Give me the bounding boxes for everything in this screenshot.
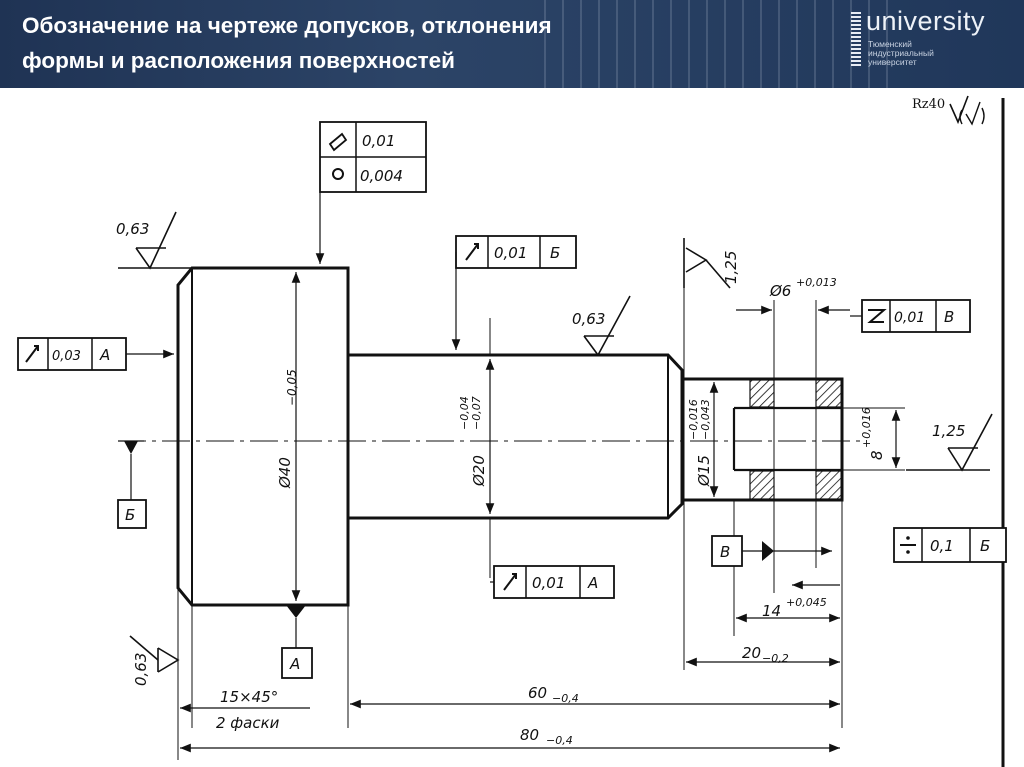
tip-body: [682, 377, 844, 502]
dim8-label: 8: [868, 450, 886, 460]
dim-80: 80 −0,4: [177, 588, 840, 760]
fcf-right-top-datum: В: [944, 308, 954, 326]
dim-dia40: Ø40 −0,05: [276, 272, 301, 601]
dia6-label: Ø6: [769, 282, 791, 300]
chamfer-count: 2 фаски: [216, 714, 280, 732]
dia20-tol-up: −0,04: [458, 396, 471, 430]
fcf-runout-top-datum: Б: [550, 244, 560, 262]
fcf-mid-datum: А: [587, 574, 598, 592]
logo-sub-1: Тюменский: [868, 39, 912, 49]
fcf-right-bottom-datum: Б: [980, 537, 990, 555]
fcf-right-bottom-value: 0,1: [930, 537, 954, 555]
fcf-left-datum: А: [99, 346, 110, 364]
symmetry-icon: [867, 309, 887, 323]
roughness-top-left: 0,63: [116, 211, 192, 270]
datum-v-label: В: [720, 543, 730, 561]
dim-60: 60 −0,4: [347, 518, 840, 728]
dim20-tol: −0,2: [762, 652, 789, 665]
roughness-right-top: 1,25: [683, 238, 740, 289]
datum-a: А: [281, 605, 313, 679]
dim8-tol: +0,016: [860, 407, 873, 448]
dim-dia20: Ø20 −0,04 −0,07: [458, 318, 495, 578]
dim80-tol: −0,4: [546, 734, 573, 747]
fcf-runout-top-value: 0,01: [494, 244, 527, 262]
header-texture: [544, 0, 904, 88]
rough-right-top-value: 1,25: [722, 251, 740, 284]
dim20-label: 20: [742, 644, 761, 662]
fcf-mid-value: 0,01: [532, 574, 565, 592]
rough-left-side-value: 0,63: [132, 653, 150, 686]
fcf-mid-runout: 0,01 А: [490, 565, 615, 599]
chamfer-size: 15×45°: [220, 688, 278, 706]
slide-header: Обозначение на чертеже допусков, отклоне…: [0, 0, 1024, 88]
fcf-top-value-2: 0,004: [360, 167, 403, 185]
roughness-mid: 0,63: [572, 295, 631, 357]
title-line-2: формы и расположения поверхностей: [22, 48, 455, 73]
runout-icon: [25, 345, 39, 363]
roundness-icon: [332, 168, 344, 180]
slide-title: Обозначение на чертеже допусков, отклоне…: [22, 8, 722, 78]
section-hatching: [749, 379, 843, 500]
fcf-right-position: 0,1 Б: [893, 527, 1007, 563]
title-line-1: Обозначение на чертеже допусков, отклоне…: [22, 13, 552, 38]
datum-b: Б: [117, 440, 147, 529]
technical-drawing: Rz40 Ø40 −0,05 Ø20 −0,: [17, 95, 1007, 767]
dim14-label: 14: [762, 602, 781, 620]
runout-icon: [503, 573, 517, 591]
dia6-tol: +0,013: [796, 276, 837, 289]
dia20-tol-lo: −0,07: [470, 396, 483, 430]
rough-right-value: 1,25: [932, 422, 965, 440]
drawing-sheet: Rz40 Ø40 −0,05 Ø20 −0,: [0, 88, 1024, 767]
datum-v: В: [711, 535, 832, 567]
dim-dia15: Ø15 −0,016 −0,043: [687, 382, 719, 497]
dim14-tol: +0,045: [786, 596, 827, 609]
dim-dia6: Ø6 +0,013: [736, 276, 850, 315]
dia20-label: Ø20: [470, 455, 488, 487]
logo-sub-2: индустриальный: [868, 48, 934, 58]
logo-name: university: [866, 6, 986, 36]
dim-14: 14 +0,045: [733, 500, 843, 728]
logo-sub-3: университет: [868, 57, 917, 67]
dim-8: 8 +0,016: [842, 407, 905, 471]
fcf-runout-top: 0,01 Б: [451, 235, 577, 350]
fcf-left-runout: 0,03 А: [17, 337, 174, 371]
cylindricity-icon: [328, 132, 348, 152]
roughness-right: 1,25: [906, 413, 993, 472]
dia40-label: Ø40: [276, 457, 294, 489]
university-logo-icon: [851, 12, 861, 68]
dia15-tol-up: −0,016: [687, 399, 700, 440]
general-roughness-symbol: Rz40: [912, 95, 985, 126]
shaft-body: [348, 353, 684, 520]
dim-20: 20 −0,2: [683, 238, 840, 670]
runout-icon: [465, 243, 479, 261]
fcf-top-value-1: 0,01: [362, 132, 395, 150]
rough-top-left-value: 0,63: [116, 220, 149, 238]
fcf-right-top-value: 0,01: [894, 310, 925, 326]
dim80-label: 80: [520, 726, 539, 744]
divide-icon: [900, 536, 916, 554]
fcf-right-symmetry: 0,01 В: [861, 299, 971, 333]
datum-a-label: А: [289, 655, 300, 673]
fcf-top-form: 0,01 0,004: [315, 121, 427, 264]
fcf-left-value: 0,03: [52, 349, 81, 364]
datum-b-label: Б: [125, 506, 135, 524]
dim60-tol: −0,4: [552, 692, 579, 705]
rz-text: Rz40: [912, 97, 945, 112]
logo-subtitle: Тюменский индустриальный университет: [868, 40, 958, 67]
chamfer-note: 15×45° 2 фаски: [180, 605, 310, 732]
dia15-label: Ø15: [695, 455, 713, 487]
dim60-label: 60: [528, 684, 547, 702]
roughness-left-side: 0,63: [129, 635, 180, 686]
rough-mid-value: 0,63: [572, 310, 605, 328]
flange-body: [176, 266, 350, 607]
dia40-tol: −0,05: [285, 369, 299, 406]
dia15-tol-lo: −0,043: [699, 399, 712, 440]
